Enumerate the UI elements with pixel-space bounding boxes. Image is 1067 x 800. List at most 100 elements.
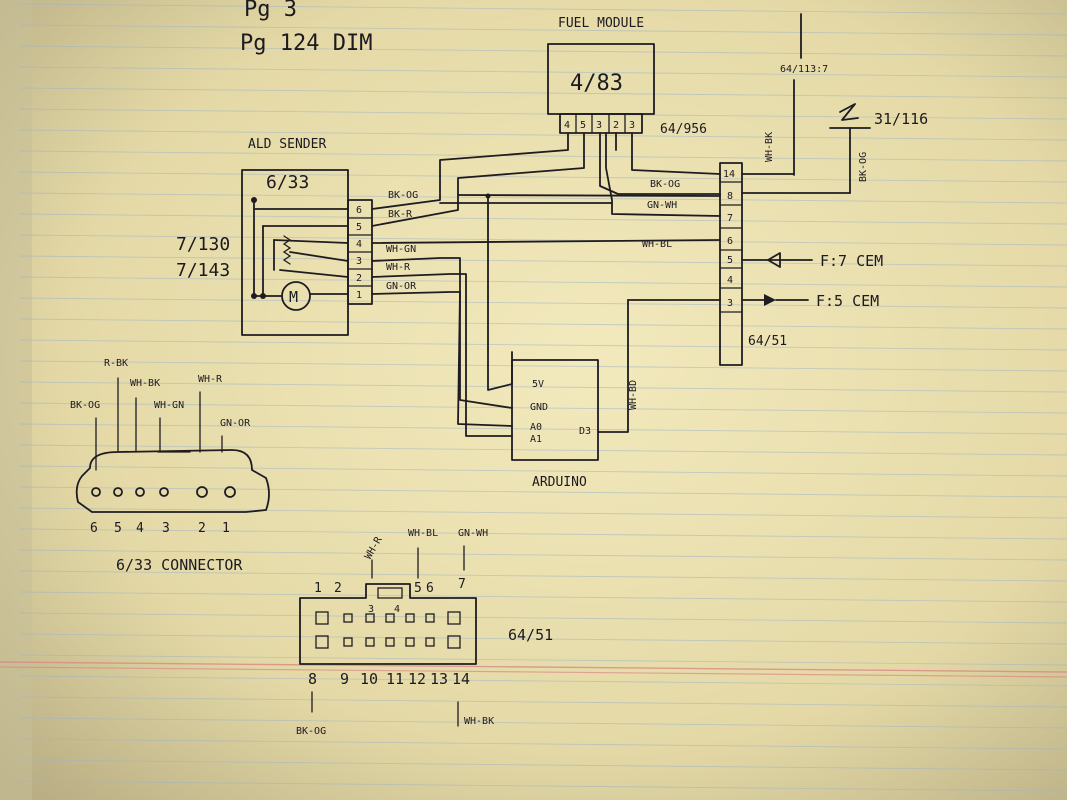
output-f5-cem: F:5 CEM	[816, 292, 879, 310]
arduino-pin-5v: 5V	[532, 379, 544, 390]
conn-wire-bk-og: BK-OG	[70, 400, 100, 411]
ruled-line	[19, 255, 1067, 267]
ruled-line	[19, 486, 1067, 498]
conn64-bot-10: 10	[360, 670, 378, 688]
ruled-line	[19, 675, 1067, 687]
wire-label-wh-r: WH-R	[386, 262, 411, 273]
ruled-line	[19, 129, 1067, 141]
ruled-line	[19, 192, 1067, 204]
conn64-wire-gn-wh: GN-WH	[458, 528, 488, 539]
block-wire-bk-og: BK-OG	[650, 179, 680, 190]
margin-line-2	[0, 666, 1067, 678]
conn64-top-2: 2	[334, 581, 342, 596]
arduino-title: ARDUINO	[532, 475, 587, 490]
arduino-wire-label: WH-BD	[628, 380, 639, 410]
resistor-icon	[282, 235, 292, 265]
connector-6451-body	[299, 583, 477, 665]
ruled-line	[19, 654, 1067, 666]
connector-633-title: 6/33 CONNECTOR	[116, 556, 243, 574]
sender-pin-2: 2	[356, 273, 362, 284]
conn-pin-2: 2	[198, 521, 206, 536]
header-line-2: Pg 124 DIM	[240, 31, 372, 56]
conn64-bot-9: 9	[340, 670, 349, 688]
motor-label: M	[289, 288, 298, 306]
conn-pin-1: 1	[222, 521, 230, 536]
conn-wire-gn-or: GN-OR	[220, 418, 251, 429]
connector-633-body	[75, 449, 270, 513]
fuel-pin-3: 3	[596, 120, 602, 131]
fuel-module-title: FUEL MODULE	[558, 16, 644, 31]
conn64-wire-bk-og: BK-OG	[296, 726, 326, 737]
conn64-top-4: 4	[394, 604, 400, 615]
ruled-line	[19, 318, 1067, 330]
ruled-line	[19, 3, 1067, 15]
conn-wire-wh-bk: WH-BK	[130, 378, 160, 389]
block-pin-3: 3	[727, 298, 733, 309]
wire-label-wh-bk-top: WH-BK	[764, 132, 775, 162]
fuel-pin-4: 4	[564, 120, 570, 131]
output-f7-cem: F:7 CEM	[820, 252, 883, 270]
conn64-bot-13: 13	[430, 670, 448, 688]
arduino-pin-a1: A1	[530, 434, 542, 445]
ref-7-130: 7/130	[176, 234, 230, 255]
conn64-top-6: 6	[426, 581, 434, 596]
ruled-line	[19, 717, 1067, 729]
conn-wire-wh-r: WH-R	[198, 374, 223, 385]
block-ref: 64/51	[748, 334, 787, 349]
fuel-module-ref: 64/956	[660, 122, 707, 137]
fuel-pin-2: 2	[613, 120, 619, 131]
sender-pin-4: 4	[356, 239, 362, 250]
ruled-line	[19, 297, 1067, 309]
header-line-1: Pg 3	[244, 0, 297, 22]
conn64-top-7: 7	[458, 577, 466, 592]
ruled-line	[19, 45, 1067, 57]
ruled-line	[19, 150, 1067, 162]
wire-label-wh-gn: WH-GN	[386, 244, 416, 255]
conn64-top-1: 1	[314, 581, 322, 596]
wire-label-bk-r: BK-R	[388, 209, 413, 220]
ground-ref: 31/116	[874, 110, 928, 128]
conn-pin-5: 5	[114, 521, 122, 536]
ruled-line	[19, 444, 1067, 456]
ruled-line	[19, 87, 1067, 99]
conn64-bot-8: 8	[308, 670, 317, 688]
sender-pin-3: 3	[356, 256, 362, 267]
conn64-top-5: 5	[414, 581, 422, 596]
ruled-line	[19, 66, 1067, 78]
arduino-pin-d3: D3	[579, 426, 591, 437]
ruled-line	[19, 465, 1067, 477]
paper-edge	[0, 0, 32, 800]
conn64-wire-wh-bk: WH-BK	[464, 716, 494, 727]
conn-wire-r-bk: R-BK	[104, 358, 128, 369]
conn64-top-3: 3	[368, 604, 374, 615]
ruled-line	[19, 423, 1067, 435]
fuel-pin-3b: 3	[629, 120, 635, 131]
margin-line	[0, 661, 1067, 673]
ruled-line	[19, 759, 1067, 771]
connector-6451-ref: 64/51	[508, 626, 553, 644]
ruled-line	[19, 633, 1067, 645]
sender-pin-1: 1	[356, 290, 362, 301]
ruled-line	[19, 339, 1067, 351]
conn-wire-wh-gn: WH-GN	[154, 400, 184, 411]
conn64-bot-14: 14	[452, 670, 470, 688]
wire-label-bk-og-right: BK-OG	[858, 152, 869, 182]
ruled-line	[19, 591, 1067, 603]
block-pin-6: 6	[727, 236, 733, 247]
sender-pin-6: 6	[356, 205, 362, 216]
arduino-pin-a0: A0	[530, 422, 542, 433]
sender-id: 6/33	[266, 172, 309, 193]
block-pin-4: 4	[727, 275, 733, 286]
block-pin-5: 5	[727, 255, 733, 266]
fuel-module-id: 4/83	[570, 71, 623, 96]
wire-bk-og	[371, 132, 569, 210]
ruled-line	[19, 171, 1067, 183]
conn64-wire-wh-bl: WH-BL	[408, 528, 438, 539]
ground-symbol-icon	[839, 103, 859, 121]
block-64-51	[719, 162, 743, 366]
conn-pin-6: 6	[90, 521, 98, 536]
ruled-line	[19, 696, 1067, 708]
wire-bk-r	[371, 132, 585, 227]
arrow-f5-icon	[764, 294, 776, 306]
